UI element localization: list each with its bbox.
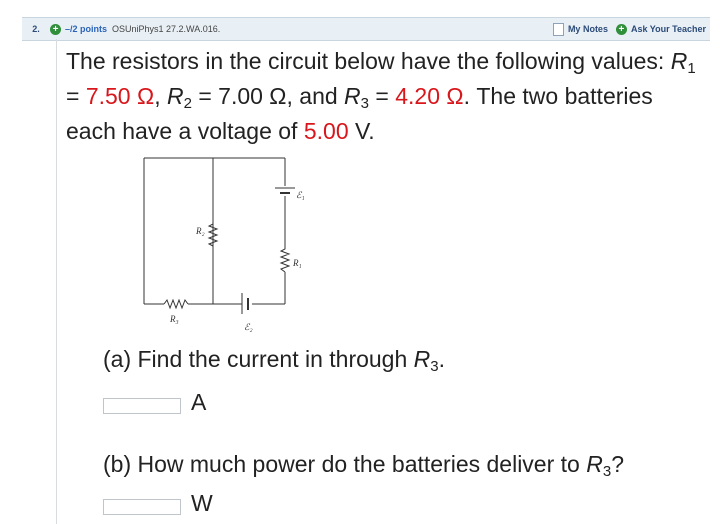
r2-label: R₂	[195, 226, 205, 236]
r1-subscript: 1	[687, 60, 696, 77]
ask-teacher-button[interactable]: + Ask Your Teacher	[615, 23, 706, 35]
part-b-subscript: 3	[602, 463, 612, 480]
r1-label: R₁	[292, 258, 302, 268]
part-a-subscript: 3	[430, 358, 439, 375]
r2-value: = 7.00 Ω	[191, 83, 287, 109]
r1-symbol: R	[670, 48, 688, 74]
part-a-text: (a) Find the current in through	[103, 346, 414, 372]
question-prompt: The resistors in the circuit below have …	[66, 48, 696, 144]
part-a-answer-row: A	[103, 390, 206, 414]
prompt-text-3: V.	[348, 118, 375, 144]
question-number: 2.	[32, 24, 40, 34]
e2-label: ℰ₂	[244, 322, 253, 332]
and-text: , and	[286, 83, 345, 109]
my-notes-button[interactable]: My Notes	[552, 22, 608, 36]
question-source: OSUniPhys1 27.2.WA.016.	[112, 24, 221, 34]
ask-teacher-label: Ask Your Teacher	[630, 24, 706, 34]
comma: ,	[154, 83, 167, 109]
plus-icon: +	[615, 23, 627, 35]
e1-label: ℰ₁	[296, 190, 305, 200]
equals-sign: =	[66, 83, 86, 109]
part-b-unit: W	[191, 490, 213, 516]
prompt-text-2: . The two batteries each have a voltage …	[66, 83, 653, 144]
r1-value: 7.50 Ω	[85, 83, 155, 109]
part-b-end: ?	[611, 451, 624, 477]
part-b-symbol: R	[586, 451, 603, 477]
r3-value: 4.20 Ω	[395, 83, 464, 109]
question-header: 2. + –/2 points OSUniPhys1 27.2.WA.016. …	[22, 17, 710, 41]
r1-resistor	[279, 246, 291, 273]
r2-subscript: 2	[183, 95, 192, 112]
part-b-answer-row: W	[103, 491, 213, 515]
expand-plus-icon[interactable]: +	[50, 23, 61, 35]
circuit-diagram: ℰ₁ R₂ R₁ R₃ ℰ₂	[143, 157, 305, 332]
prompt-text: The resistors in the circuit below have …	[66, 48, 671, 74]
part-b-question: (b) How much power do the batteries deli…	[103, 451, 624, 480]
r3-label: R₃	[169, 314, 179, 324]
part-b-text: (b) How much power do the batteries deli…	[103, 451, 587, 477]
note-icon	[552, 22, 564, 36]
header-actions: My Notes + Ask Your Teacher	[545, 22, 710, 36]
my-notes-label: My Notes	[567, 24, 608, 34]
r3-symbol: R	[344, 83, 361, 109]
r3-subscript: 3	[360, 95, 370, 112]
part-a-answer-input[interactable]	[103, 398, 181, 414]
part-a-unit: A	[191, 389, 207, 415]
points-label: –/2 points	[65, 24, 108, 34]
r2-symbol: R	[166, 83, 184, 109]
part-a-question: (a) Find the current in through R3.	[103, 346, 446, 375]
part-a-symbol: R	[413, 346, 431, 372]
r2-resistor	[207, 220, 219, 247]
r3-resistor	[163, 298, 189, 310]
battery-voltage: 5.00	[303, 118, 349, 144]
left-divider	[56, 39, 57, 524]
part-b-answer-input[interactable]	[103, 499, 181, 515]
part-a-end: .	[438, 346, 446, 372]
